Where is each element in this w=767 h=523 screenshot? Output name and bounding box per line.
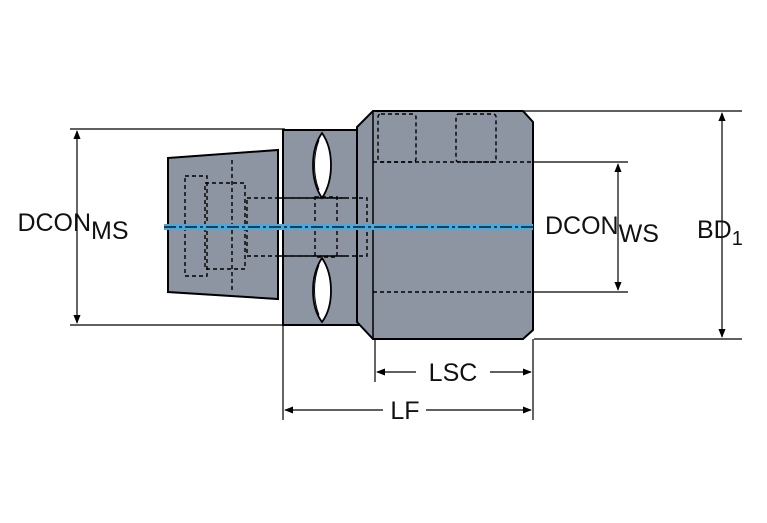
bd1-sub: 1 (732, 228, 743, 250)
adaptor-body (164, 110, 535, 340)
slot-upper (312, 131, 332, 200)
dcon-ms-label: DCONMS (17, 209, 128, 245)
bd1-main: BD (697, 216, 732, 244)
slot-lower (312, 256, 332, 324)
dcon-ws-sub: WS (619, 220, 659, 248)
dimension-lines (70, 110, 742, 420)
dcon-ws-main: DCON (545, 212, 619, 240)
dcon-ms-main: DCON (17, 209, 91, 237)
dcon-ms-sub: MS (91, 217, 129, 245)
lsc-label: LSC (429, 359, 478, 387)
lf-label: LF (390, 397, 419, 425)
bd1-label: BD1 (697, 216, 743, 250)
dcon-ws-label: DCONWS (545, 212, 659, 248)
